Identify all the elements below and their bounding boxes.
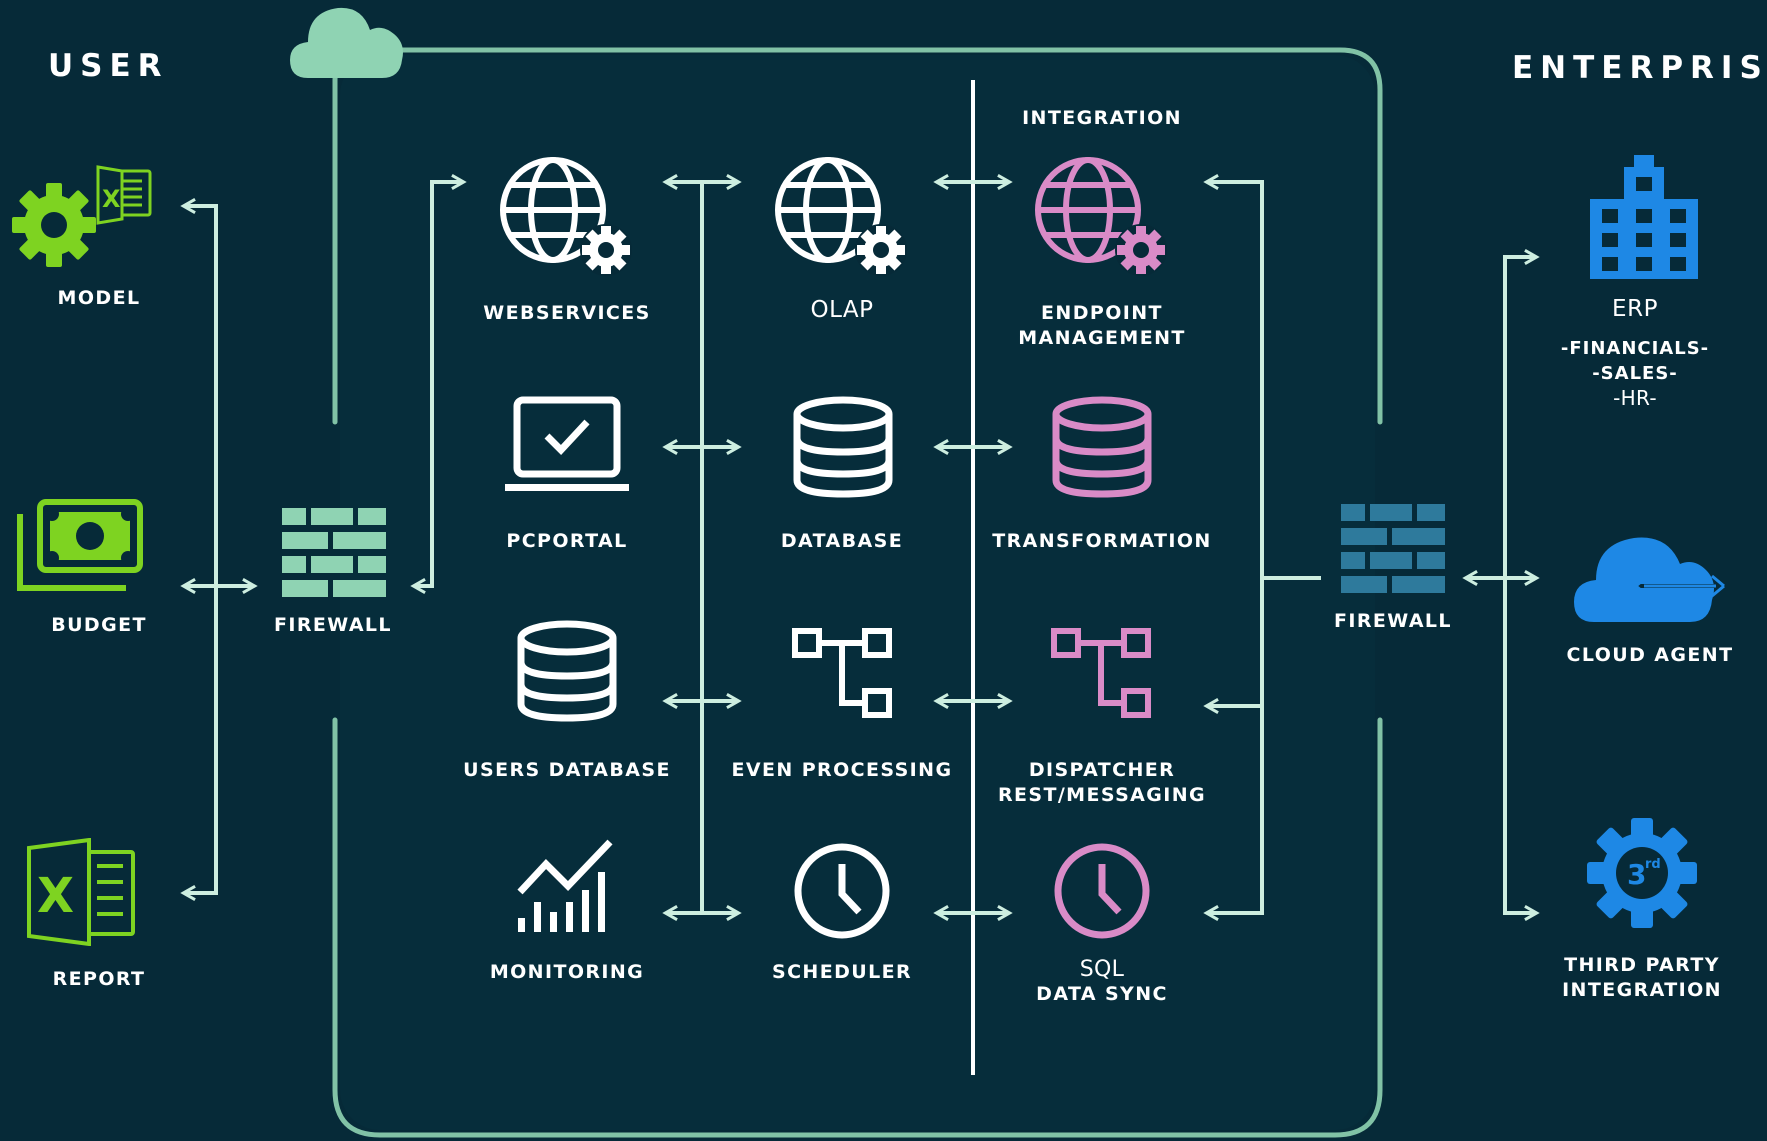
erp-label: ERP [1612,296,1658,322]
flow-icon [792,628,892,718]
dispatcher-line-1: DISPATCHER [1028,759,1176,781]
laptop-check-icon [505,396,629,491]
cloud-arrows-icon [1574,537,1725,622]
building-icon [1590,155,1698,279]
brick-wall-icon [282,508,386,597]
globe-gear-icon [500,157,632,276]
svg-text:rd: rd [1645,857,1661,872]
erp-sales: -SALES- [1592,363,1678,384]
clock-icon [794,843,890,939]
erp-hr: -HR- [1613,386,1657,410]
firewall-left-label: FIREWALL [274,614,392,636]
gear-3rd-icon: 3 rd [1587,818,1697,928]
olap-label: OLAP [810,297,874,323]
svg-text:X: X [37,868,74,924]
database-icon [793,396,893,498]
pcportal-label: PCPORTAL [506,530,628,552]
sql-data-sync-label: SQL DATA SYNC [1036,957,1168,1007]
webservices-label: WEBSERVICES [483,302,651,324]
firewall-right-label: FIREWALL [1334,610,1452,632]
flow-icon [1051,628,1151,718]
third-party-line-2: INTEGRATION [1562,979,1722,1001]
endpoint-line-1: ENDPOINT [1041,302,1163,324]
excel-icon: X [27,838,135,946]
sql-line-1: SQL [1079,957,1125,982]
integration-heading: INTEGRATION [1022,107,1182,129]
report-label: REPORT [52,968,146,990]
cloud-agent-label: CLOUD AGENT [1566,644,1734,666]
clock-icon [1054,843,1150,939]
globe-gear-icon [1035,157,1167,276]
scheduler-label: SCHEDULER [771,961,913,983]
enterprise-heading: ENTERPRISE [1512,50,1767,86]
transformation-label: TRANSFORMATION [992,530,1212,552]
chart-trend-icon [517,839,613,932]
globe-gear-icon [775,157,907,276]
dispatcher-label: DISPATCHER REST/MESSAGING [998,758,1206,808]
money-icon [17,499,143,591]
budget-label: BUDGET [51,614,147,636]
monitoring-label: MONITORING [489,961,645,983]
erp-financials: -FINANCIALS- [1560,338,1710,359]
dispatcher-line-2: REST/MESSAGING [997,784,1207,806]
even-processing-label: EVEN PROCESSING [731,759,953,781]
erp-modules: -FINANCIALS- -SALES- -HR- [1561,336,1709,411]
user-heading: USER [48,48,169,84]
model-label: MODEL [57,287,141,309]
endpoint-management-label: ENDPOINT MANAGEMENT [1018,301,1186,351]
gear-excel-icon: X [12,165,152,267]
third-party-line-1: THIRD PARTY [1564,954,1720,976]
endpoint-line-2: MANAGEMENT [1018,327,1186,349]
database-icon [517,620,617,722]
database-label: DATABASE [780,530,904,552]
users-database-label: USERS DATABASE [463,759,671,781]
cloud-icon [290,7,403,79]
third-party-label: THIRD PARTY INTEGRATION [1562,953,1722,1003]
brick-wall-icon [1341,504,1445,593]
svg-text:X: X [102,185,121,213]
svg-text:3: 3 [1627,858,1646,891]
database-icon [1052,396,1152,498]
sql-line-2: DATA SYNC [1036,983,1168,1005]
